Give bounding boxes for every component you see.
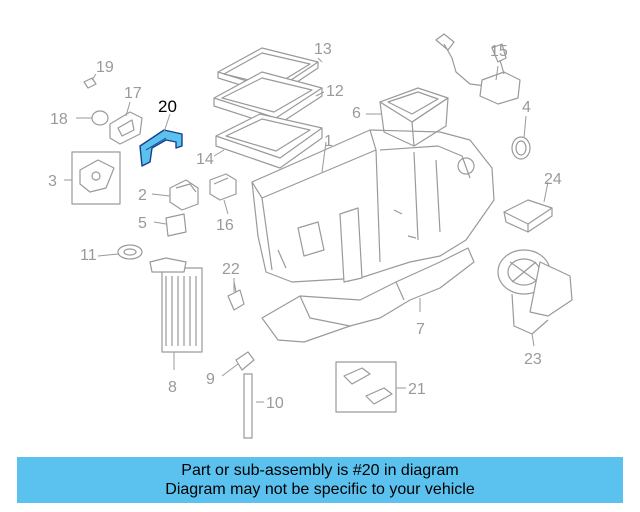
part-1-hvac-case[interactable] <box>251 129 495 283</box>
callout-2: 2 <box>138 187 147 204</box>
banner-line-2: Diagram may not be specific to your vehi… <box>165 481 475 498</box>
callout-19: 19 <box>96 59 114 76</box>
callout-16: 16 <box>216 217 234 234</box>
callout-23: 23 <box>524 351 542 368</box>
callout-12: 12 <box>326 83 344 100</box>
leader-lines <box>64 57 549 403</box>
part-21-duct-pair[interactable] <box>335 361 397 413</box>
callout-5: 5 <box>138 215 147 232</box>
callout-20: 20 <box>158 97 177 116</box>
part-22-sensor[interactable] <box>227 281 245 311</box>
callout-22: 22 <box>222 261 240 278</box>
part-15-expansion-valve[interactable] <box>435 33 521 105</box>
callout-4: 4 <box>522 99 531 116</box>
part-17-seal[interactable] <box>109 111 143 145</box>
part-14-filter-tray[interactable] <box>215 113 323 169</box>
callout-10: 10 <box>266 395 284 412</box>
part-19-clip[interactable] <box>83 77 97 89</box>
part-8-heater-core[interactable] <box>149 257 203 353</box>
callout-18: 18 <box>50 111 68 128</box>
callout-24: 24 <box>544 171 562 188</box>
part-4-seal[interactable] <box>511 136 531 160</box>
part-18-o-ring[interactable] <box>91 110 109 126</box>
parts-diagram: 13 12 14 1 6 15 4 24 23 7 8 11 2 5 16 3 … <box>48 33 573 439</box>
info-banner: Part or sub-assembly is #20 in diagram D… <box>17 457 623 503</box>
part-6-evaporator[interactable] <box>379 87 449 147</box>
part-16-connector[interactable] <box>209 173 237 201</box>
banner-line-1: Part or sub-assembly is #20 in diagram <box>181 462 459 479</box>
part-5-bracket[interactable] <box>165 213 187 237</box>
callout-3: 3 <box>48 173 57 190</box>
callout-13: 13 <box>314 41 332 58</box>
callout-15: 15 <box>490 43 508 60</box>
callout-9: 9 <box>206 371 215 388</box>
part-24-actuator[interactable] <box>503 199 553 233</box>
callout-11: 11 <box>80 247 97 264</box>
part-20-highlighted[interactable] <box>139 129 183 167</box>
callout-6: 6 <box>352 105 361 122</box>
callout-21: 21 <box>408 381 426 398</box>
part-23-blower-motor[interactable] <box>497 249 573 335</box>
part-9-clip[interactable] <box>235 351 255 371</box>
callout-7: 7 <box>416 321 425 338</box>
callout-8: 8 <box>168 379 177 396</box>
callout-14: 14 <box>196 151 214 168</box>
callout-17: 17 <box>124 85 142 102</box>
part-3-door[interactable] <box>71 151 121 205</box>
part-7-duct[interactable] <box>261 247 475 343</box>
callout-1: 1 <box>324 133 333 150</box>
part-2-servo[interactable] <box>169 179 199 211</box>
part-10-drain-hose[interactable] <box>243 373 253 439</box>
part-11-grommet[interactable] <box>117 244 143 260</box>
